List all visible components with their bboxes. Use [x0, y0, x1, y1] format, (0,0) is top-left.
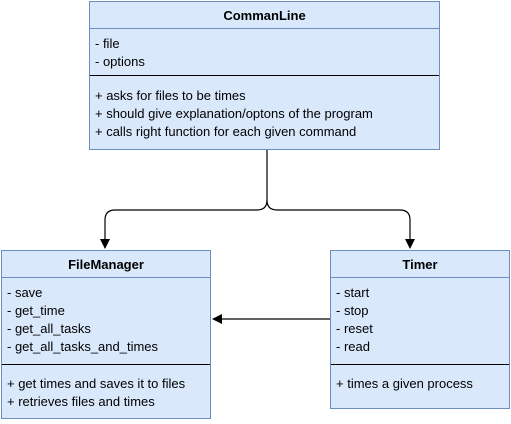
connector-commanline-to-timer — [266, 199, 415, 249]
method: + retrieves files and times — [7, 394, 155, 409]
class-commanline-divider — [90, 75, 439, 76]
attribute: - options — [95, 54, 145, 69]
class-timer-attributes: - start - stop - reset - read — [331, 284, 509, 356]
attribute: - stop — [336, 303, 369, 318]
class-commanline-title: CommanLine — [90, 2, 439, 29]
method: + times a given process — [336, 376, 473, 391]
class-timer-methods: + times a given process — [331, 375, 509, 393]
class-commanline[interactable]: CommanLine - file - options + asks for f… — [89, 1, 440, 150]
method: + asks for files to be times — [95, 88, 246, 103]
attribute: - start — [336, 285, 370, 300]
class-filemanager-attributes: - save - get_time - get_all_tasks - get_… — [2, 284, 210, 356]
class-filemanager[interactable]: FileManager - save - get_time - get_all_… — [1, 250, 211, 419]
class-commanline-methods: + asks for files to be times + should gi… — [90, 87, 439, 141]
method: + should give explanation/optons of the … — [95, 106, 373, 121]
method: + get times and saves it to files — [7, 376, 186, 391]
attribute: - file — [95, 36, 120, 51]
attribute: - get_all_tasks_and_times — [7, 339, 159, 354]
class-filemanager-divider — [2, 364, 210, 365]
method: + calls right function for each given co… — [95, 124, 357, 139]
attribute: - get_all_tasks — [7, 321, 91, 336]
attribute: - read — [336, 339, 370, 354]
class-timer[interactable]: Timer - start - stop - reset - read + ti… — [330, 250, 510, 409]
attribute: - reset — [336, 321, 373, 336]
attribute: - get_time — [7, 303, 65, 318]
class-timer-title: Timer — [331, 251, 509, 278]
connector-commanline-to-filemanager — [100, 150, 268, 249]
class-filemanager-title: FileManager — [2, 251, 210, 278]
class-filemanager-methods: + get times and saves it to files + retr… — [2, 375, 210, 411]
class-commanline-attributes: - file - options — [90, 35, 439, 71]
attribute: - save — [7, 285, 43, 300]
class-timer-divider — [331, 364, 509, 365]
